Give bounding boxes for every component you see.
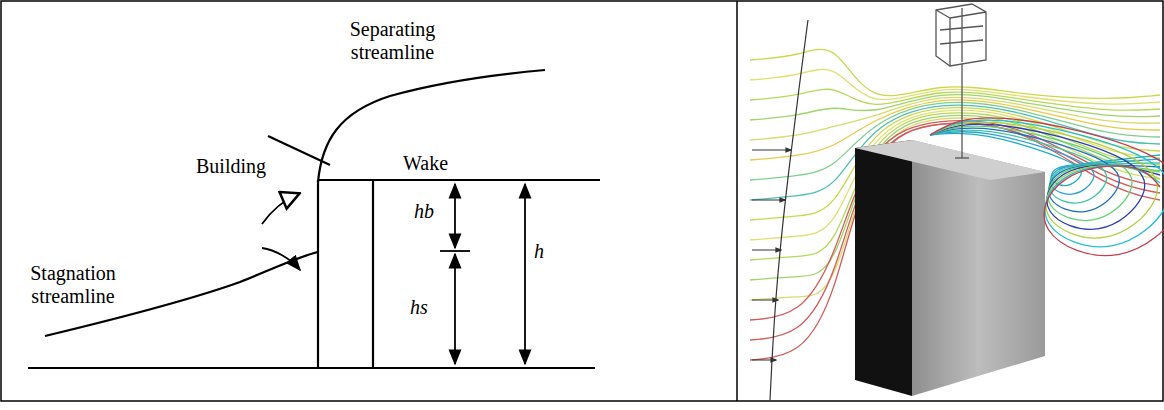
dimension-label: hs	[410, 296, 428, 319]
velocity-arrow	[752, 300, 778, 301]
downward-flow-arrow	[262, 248, 300, 270]
upward-flow-arrow	[262, 194, 298, 224]
dimension-label: h	[534, 240, 544, 263]
wake-top	[318, 179, 600, 181]
building-wall	[317, 180, 319, 368]
streamline	[750, 69, 1160, 104]
hs-dimension	[454, 254, 456, 364]
divider	[736, 1, 738, 401]
cfd-render	[750, 4, 1164, 400]
velocity-arrow	[752, 360, 776, 361]
wind-turbine	[936, 4, 986, 158]
h-dimension	[524, 184, 526, 364]
velocity-arrow	[752, 200, 785, 201]
separating-streamline	[318, 70, 545, 182]
leader-line	[268, 136, 330, 165]
building-front-face	[855, 140, 912, 396]
hb-dimension	[454, 184, 456, 248]
wake-streamline	[930, 133, 1160, 185]
flow-sketch	[28, 70, 600, 368]
wake-streamline	[930, 118, 1164, 256]
dimension-tick	[440, 250, 470, 252]
velocity-arrow	[752, 150, 791, 151]
streamline-label: Stagnation streamline	[8, 262, 138, 308]
frame	[1, 1, 1163, 401]
wake-line	[372, 180, 374, 368]
building-roof	[855, 140, 1045, 180]
building-side-face	[912, 140, 1045, 396]
velocity-profile	[770, 20, 808, 400]
streamline-label: Separating streamline	[330, 18, 455, 64]
wake-label: Wake	[403, 152, 448, 175]
velocity-arrow	[752, 250, 781, 251]
dimension-label: hb	[414, 200, 434, 223]
building-label: Building	[196, 155, 266, 178]
ground-line	[28, 367, 595, 369]
